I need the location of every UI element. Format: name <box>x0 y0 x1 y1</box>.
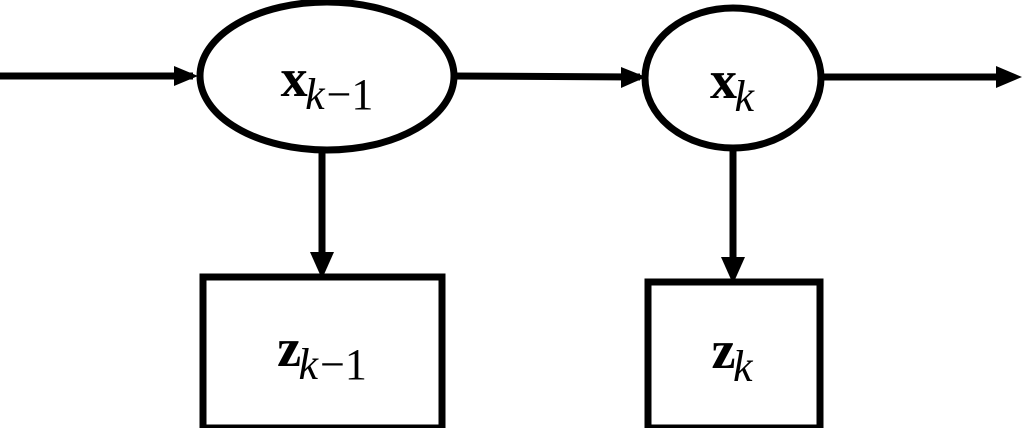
node-state-prev[interactable] <box>196 0 458 154</box>
edge-outgoing-arrowhead <box>996 66 1022 88</box>
state-prev-subscript-offset: −1 <box>326 70 374 119</box>
state-curr-subscript-index: k <box>734 72 755 121</box>
edge-state-transition-line <box>451 72 641 81</box>
node-state-curr[interactable] <box>641 4 825 152</box>
edge-emission-curr-arrowhead <box>721 257 745 284</box>
observation-curr-symbol: z <box>711 320 736 380</box>
edge-emission-prev-arrowhead <box>310 252 334 279</box>
state-prev-symbol: x <box>280 48 308 108</box>
edge-incoming-arrow <box>0 66 198 86</box>
edge-emission-prev-arrow <box>310 148 334 279</box>
observation-prev-subscript-index: k <box>298 340 319 389</box>
edge-incoming-arrowhead <box>174 66 198 86</box>
node-state-prev-label: xk−1 <box>280 48 374 117</box>
state-prev-subscript-index: k <box>305 70 325 119</box>
observation-prev-symbol: z <box>277 318 301 378</box>
node-observation-curr[interactable] <box>644 278 824 428</box>
node-observation-prev-label: zk−1 <box>277 318 367 387</box>
state-curr-symbol: x <box>709 50 737 110</box>
node-state-curr-label: xk <box>709 50 756 119</box>
edge-state-transition-arrowhead <box>621 67 646 88</box>
node-observation-curr-label: zk <box>711 320 755 389</box>
observation-prev-subscript-offset: −1 <box>320 340 367 389</box>
node-observation-prev[interactable] <box>199 273 446 428</box>
edge-emission-curr-arrow <box>721 146 745 284</box>
edge-state-transition-arrow <box>451 67 646 88</box>
edge-outgoing-arrow <box>818 66 1022 88</box>
observation-curr-subscript-index: k <box>732 342 753 391</box>
